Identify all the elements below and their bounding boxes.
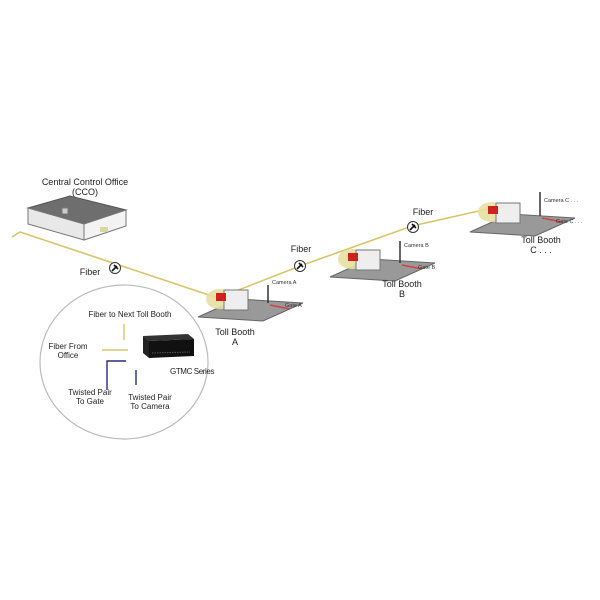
camera-b-label: Camera B — [404, 243, 429, 249]
gate-a-label: Gate A — [285, 303, 302, 309]
camera-c-label: Camera C . . . — [544, 198, 579, 204]
cco-label: Central Control Office(CCO) — [42, 177, 128, 198]
fiber-label: Fiber — [290, 244, 312, 254]
tp-cam-line2: To Camera — [130, 402, 170, 412]
toll-booth-a — [197, 285, 304, 322]
toll-booth-c — [469, 192, 576, 237]
fiber-label: Fiber — [79, 267, 101, 277]
fiber-splice-icon — [294, 260, 306, 272]
gate-c-label: Gate C . . . — [556, 219, 583, 225]
fiber-from-line1: Fiber From — [48, 342, 88, 351]
fiber-to-next-label: Fiber to Next Toll Booth — [88, 310, 172, 319]
toll-booth-b-line2: B — [398, 289, 405, 300]
gate-b-label: Gate B — [418, 265, 436, 271]
cco-label-line2: (CCO) — [72, 187, 98, 198]
camera-a-label: Camera A — [272, 280, 297, 286]
detail-callout-circle — [39, 284, 209, 440]
tp-gate-line2: To Gate — [75, 397, 105, 407]
gtmc-device — [143, 334, 194, 358]
device-label: GTMC Series — [170, 367, 215, 376]
toll-booth-a-line2: A — [231, 337, 238, 348]
fiber-from-line2: Office — [57, 351, 79, 361]
toll-booth-c-line2: C . . . — [530, 245, 552, 256]
tp-cam-line1: Twisted Pair — [128, 393, 172, 402]
fiber-line — [11, 207, 493, 299]
tp-gate-line1: Twisted Pair — [68, 388, 112, 397]
toll-booth-a-line1: Toll Booth — [215, 327, 255, 337]
fiber-splice-icon — [109, 262, 121, 274]
cco-building — [26, 195, 128, 241]
toll-booth-b-line1: Toll Booth — [382, 279, 422, 289]
cco-label-line1: Central Control Office — [41, 177, 129, 187]
fiber-label: Fiber — [412, 207, 434, 217]
fiber-splice-icon — [407, 221, 419, 233]
toll-booth-c-line1: Toll Booth — [521, 235, 561, 245]
toll-booth-b — [329, 241, 436, 282]
